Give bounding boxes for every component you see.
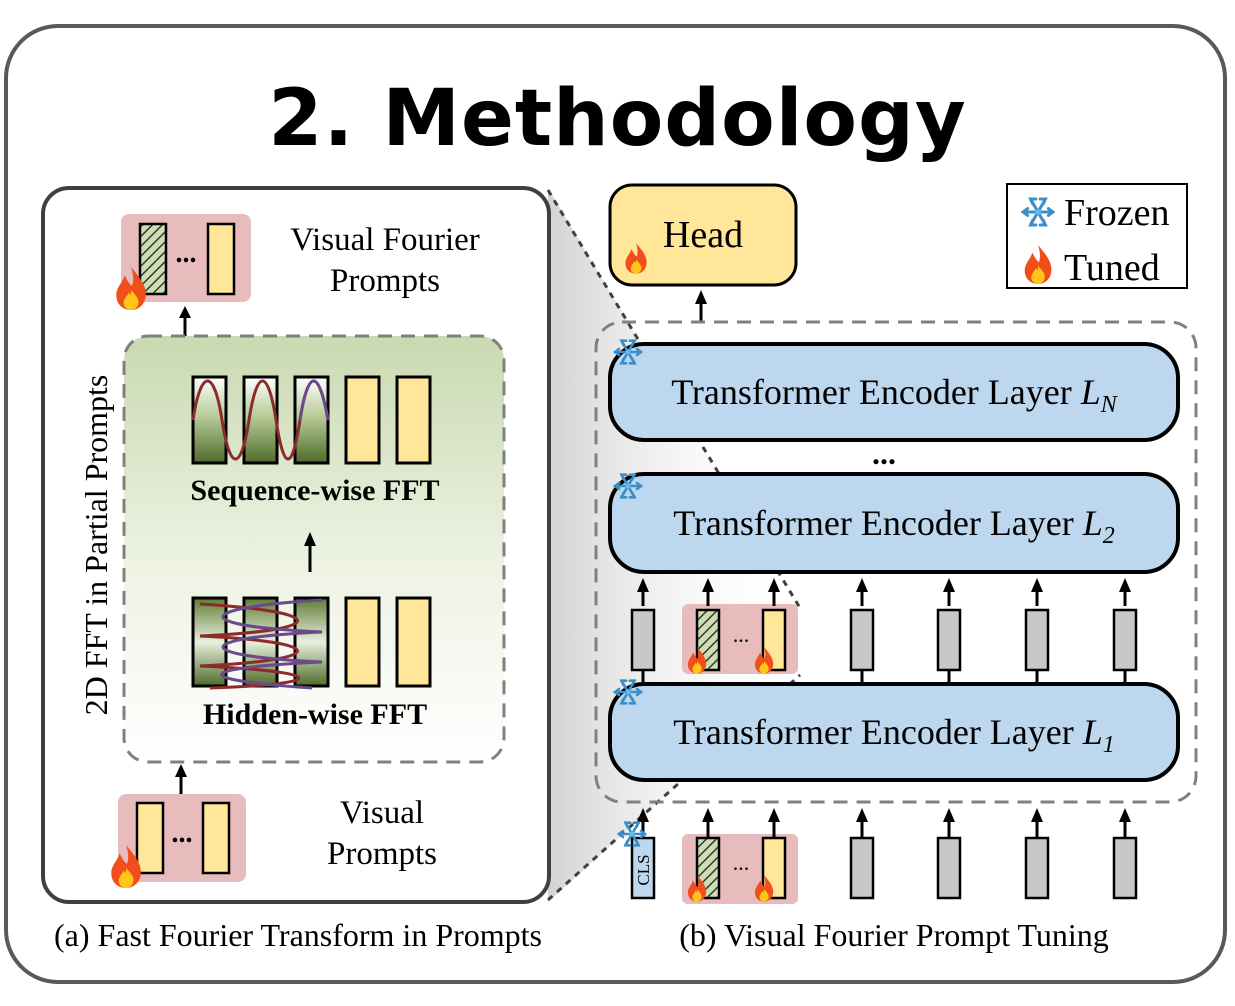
arrow-head	[1119, 578, 1131, 592]
fourier-prompt-hatched	[138, 222, 168, 296]
input-token-row: CLS ...	[617, 808, 1138, 904]
encoder-layer-1-label: Transformer Encoder Layer L1	[673, 712, 1115, 758]
arrow-head	[702, 578, 714, 592]
sequence-fft-bars	[191, 375, 432, 465]
output-label-line2: Prompts	[330, 263, 440, 299]
figure-title: 2. Methodology	[268, 74, 967, 164]
arrow-head	[856, 808, 868, 822]
mid-token-5	[936, 608, 962, 672]
cls-label: CLS	[634, 854, 653, 885]
in-prompt-ellipsis: ...	[733, 850, 750, 875]
arrow-head	[179, 306, 191, 318]
panel-b: Head Frozen Tuned Transformer Encoder La…	[594, 183, 1198, 953]
in-token-6	[1024, 836, 1050, 900]
input-label-line2: Prompts	[327, 836, 437, 872]
arrow-head	[943, 808, 955, 822]
head-box	[608, 183, 798, 287]
panel-b-caption: (b) Visual Fourier Prompt Tuning	[679, 917, 1109, 953]
hid-bar-3	[293, 596, 330, 688]
hidden-fft-bars	[191, 596, 432, 690]
input-label-line1: Visual	[340, 795, 424, 831]
vertical-fft-label: 2D FFT in Partial Prompts	[78, 375, 114, 716]
encoder-layer-n-label: Transformer Encoder Layer LN	[671, 372, 1119, 418]
hid-bar-5	[395, 596, 432, 688]
fourier-prompt-ellipsis: ...	[176, 238, 197, 269]
hidden-fft-label: Hidden-wise FFT	[203, 698, 427, 731]
head-label: Head	[663, 214, 743, 256]
sequence-fft-label: Sequence-wise FFT	[190, 474, 439, 507]
panel-a-caption: (a) Fast Fourier Transform in Prompts	[54, 917, 542, 953]
arrow-head	[637, 578, 649, 592]
arrow-head	[768, 578, 780, 592]
hidden-wave-red	[199, 602, 301, 690]
arrow-head	[1119, 808, 1131, 822]
arrow-head	[768, 808, 780, 822]
sequence-wave-tail	[298, 379, 330, 421]
in-token-5	[936, 836, 962, 900]
in-token-7	[1112, 836, 1138, 900]
middle-token-row: ...	[630, 578, 1138, 684]
visual-prompt-token-1	[135, 801, 165, 875]
arrow-head	[1031, 808, 1043, 822]
encoder-layer-2-label: Transformer Encoder Layer L2	[673, 503, 1115, 549]
arrow-head	[695, 290, 707, 304]
arrow-head	[175, 764, 187, 777]
mid-token-7	[1112, 608, 1138, 672]
seq-bar-4	[344, 375, 381, 465]
legend-tuned-label: Tuned	[1064, 247, 1160, 289]
arrow-head	[637, 808, 649, 822]
arrow-head	[304, 532, 316, 546]
mid-token-4	[849, 608, 875, 672]
output-label-line1: Visual Fourier	[290, 222, 480, 258]
visual-prompt-ellipsis: ...	[172, 818, 193, 849]
arrow-head	[943, 578, 955, 592]
mid-token-6	[1024, 608, 1050, 672]
mid-prompt-ellipsis: ...	[733, 622, 750, 647]
hidden-wave-purple	[220, 598, 323, 690]
fourier-prompt-token	[206, 222, 236, 296]
visual-prompts-group: ...	[111, 794, 246, 889]
encoder-layer-2	[608, 472, 1180, 574]
hid-bar-1	[191, 596, 228, 688]
visual-fourier-prompts-group: ...	[116, 214, 251, 311]
arrow-head	[1031, 578, 1043, 592]
encoder-layer-n	[608, 342, 1180, 442]
mid-token-cls	[630, 608, 656, 672]
in-token-4	[849, 836, 875, 900]
layer-ellipsis: ...	[872, 435, 896, 471]
arrow-head	[702, 808, 714, 822]
arrow-head	[856, 578, 868, 592]
cls-token	[630, 836, 656, 900]
encoder-layer-1	[608, 682, 1180, 782]
hid-bar-4	[344, 596, 381, 688]
visual-prompt-token-2	[201, 801, 231, 875]
legend-frozen-label: Frozen	[1064, 192, 1170, 234]
seq-bar-5	[395, 375, 432, 465]
